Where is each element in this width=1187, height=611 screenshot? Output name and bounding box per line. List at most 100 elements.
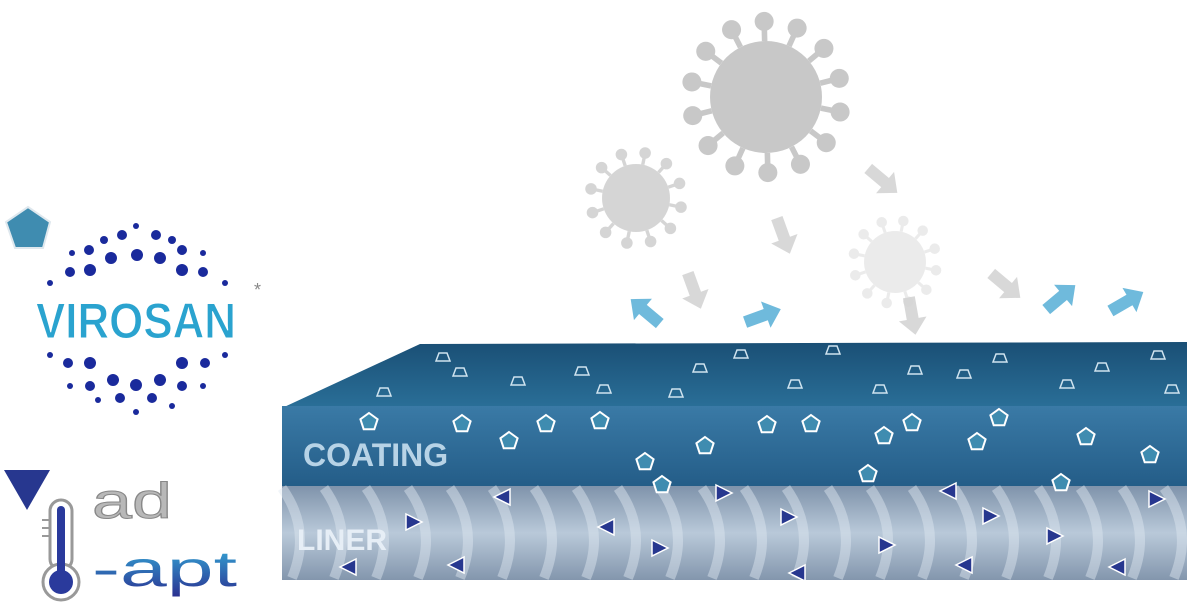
virosan-dot	[177, 245, 187, 255]
embedded-particle	[871, 384, 889, 394]
embedded-particle	[573, 366, 591, 376]
virosan-dot	[115, 393, 125, 403]
virosan-dot	[67, 383, 73, 389]
arrow-shape	[864, 163, 898, 194]
virus-spike-tip	[660, 157, 673, 170]
virus-spike	[914, 229, 924, 240]
virosan-dot	[176, 264, 188, 276]
triangle-particle	[1046, 526, 1065, 546]
liner-fiber	[571, 485, 599, 580]
virus-spike-tip	[675, 201, 687, 213]
triangle-particle	[715, 483, 734, 503]
virus-body	[602, 164, 670, 232]
embedded-particle	[732, 349, 750, 359]
pentagon-particle	[874, 425, 894, 445]
virus-spike-tip	[829, 68, 849, 88]
triangle-particle	[1148, 489, 1167, 509]
virus-spike-tip	[683, 106, 703, 126]
arrow-shape	[987, 268, 1021, 299]
virus-spike-tip	[585, 183, 597, 195]
virosan-dot	[63, 358, 73, 368]
virosan-dot	[100, 236, 108, 244]
arrow-icon	[864, 163, 898, 194]
thermometer-icon	[41, 498, 81, 602]
virus-spike-tip	[621, 237, 633, 249]
virosan-dot	[154, 374, 166, 386]
virus-spike-tip	[644, 235, 657, 248]
embedded-particle	[595, 384, 613, 394]
virus-spike-tip	[586, 206, 599, 219]
material-slab	[277, 342, 1187, 583]
virosan-dot	[65, 267, 75, 277]
pentagon-particle	[967, 431, 987, 451]
virosan-logo: VIROSAN *	[4, 205, 261, 415]
liner-fiber	[697, 485, 725, 580]
virus-spike-tip	[725, 156, 745, 176]
pentagon-particle	[359, 411, 379, 431]
virosan-dot	[131, 249, 143, 261]
virus-spike-tip	[722, 20, 742, 40]
virosan-dot	[222, 352, 228, 358]
virosan-dot	[105, 252, 117, 264]
embedded-particle	[1149, 350, 1167, 360]
arrow-shape	[1107, 287, 1144, 317]
triangle-particle	[878, 535, 897, 555]
embedded-particle	[906, 365, 924, 375]
virosan-dot	[176, 357, 188, 369]
pentagon-particle	[452, 413, 472, 433]
arrow-shape	[771, 216, 798, 254]
pentagon-particle	[499, 430, 519, 450]
virosan-dot	[200, 358, 210, 368]
virus-spike-tip	[848, 248, 860, 259]
liner-fiber	[865, 485, 893, 580]
arrow-icon	[987, 268, 1021, 299]
virus-body	[710, 41, 822, 153]
liner-fiber	[403, 485, 431, 580]
particles	[338, 345, 1181, 583]
liner-fiber	[277, 485, 305, 580]
virus-spike-tip	[929, 243, 940, 254]
virosan-dot	[95, 397, 101, 403]
triangle-particle	[982, 506, 1001, 526]
pentagon-particle	[652, 474, 672, 494]
virus-spike-tip	[673, 177, 686, 190]
pentagon-particle	[695, 435, 715, 455]
liner-fiber	[991, 485, 1019, 580]
embedded-particle	[824, 345, 842, 355]
liner-label: LINER	[297, 524, 387, 557]
triangle-particle	[780, 507, 799, 527]
viruses	[585, 11, 942, 309]
triangle-particle	[938, 481, 957, 501]
arrow-icon	[682, 271, 709, 309]
triangle-particle	[954, 555, 973, 575]
virosan-dot	[169, 403, 175, 409]
liner-fiber	[361, 485, 389, 580]
virosan-dot	[84, 264, 96, 276]
embedded-particle	[434, 352, 452, 362]
arrows	[630, 163, 1144, 335]
triangle-particle	[1107, 557, 1126, 577]
virosan-dot	[117, 230, 127, 240]
liner-fiber	[739, 485, 767, 580]
arrow-shape	[630, 298, 664, 329]
embedded-particle	[1093, 362, 1111, 372]
virus-spike-tip	[876, 217, 887, 228]
virus-body	[864, 231, 926, 293]
virus-spike-tip	[830, 102, 850, 122]
virosan-dots	[47, 223, 228, 415]
virus-icon	[682, 11, 850, 183]
virus-spike-tip	[595, 161, 608, 174]
adapt-text-bottom: -apt	[92, 541, 237, 597]
liner-fiber	[1159, 485, 1187, 580]
virosan-dot	[133, 223, 139, 229]
embedded-particle	[955, 369, 973, 379]
coating-top-surface	[282, 342, 1187, 408]
virus-spike-tip	[754, 11, 774, 31]
embedded-particle	[1058, 379, 1076, 389]
virosan-dot	[47, 280, 53, 286]
liner-layer	[282, 486, 1187, 580]
coating-label: COATING	[303, 437, 448, 473]
virus-spike	[880, 221, 887, 234]
pentagon-particle	[1140, 444, 1160, 464]
virus-spike-tip	[599, 226, 612, 239]
